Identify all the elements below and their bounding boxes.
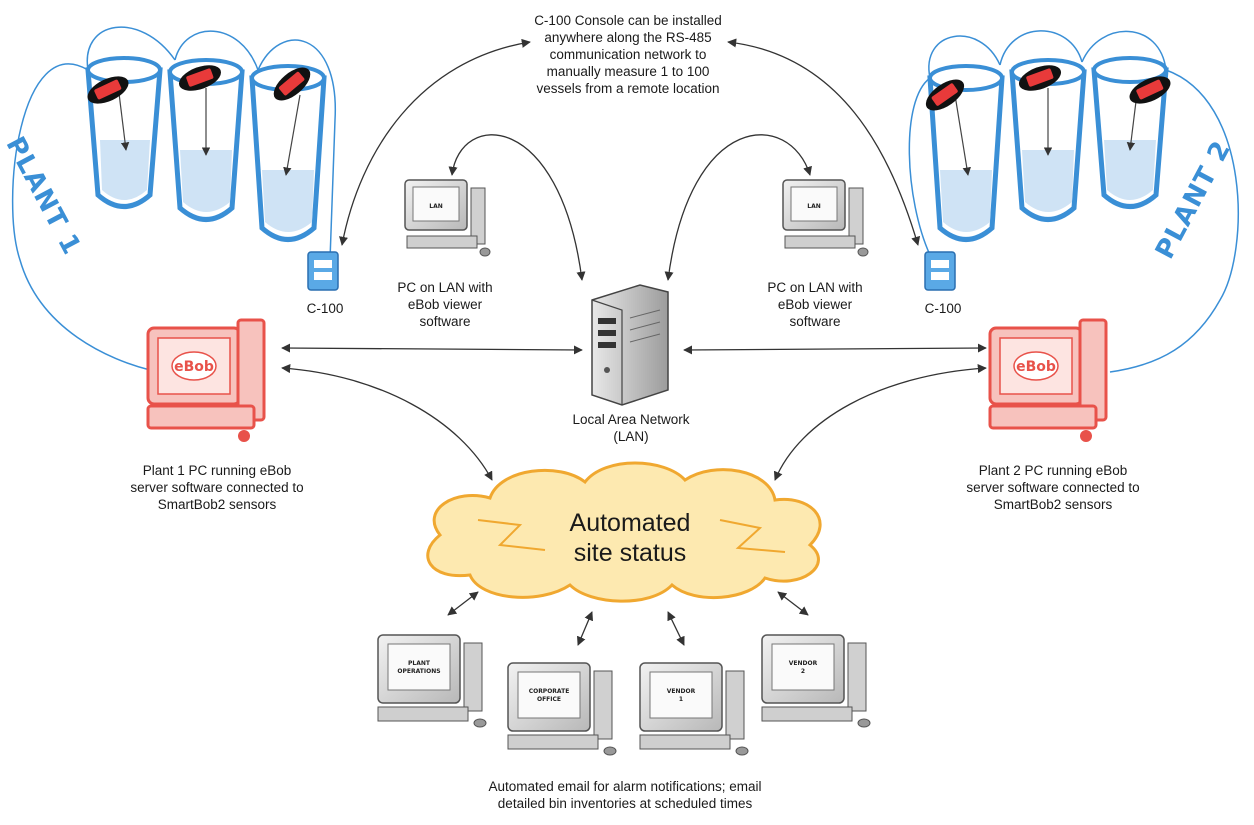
- note-line: vessels from a remote location: [536, 81, 720, 96]
- arrow-cloud-to-client2: [577, 611, 593, 646]
- smartbob-sensor-icon: [178, 65, 222, 91]
- silo-icon: [927, 64, 1005, 242]
- c100-console-note: C-100 Console can be installed anywhere …: [518, 12, 738, 97]
- label-line: SmartBob2 sensors: [157, 497, 277, 512]
- plant2-pc-label: Plant 2 PC running eBob server software …: [958, 462, 1148, 513]
- arrow-server-to-plant2: [683, 343, 987, 355]
- svg-text:VENDOR: VENDOR: [667, 688, 696, 695]
- label-line: PC on LAN with: [397, 280, 493, 295]
- arrow-lanpc-left-to-server: [448, 134, 586, 281]
- arrow-cloud-to-client3: [667, 611, 685, 646]
- client-pc-vendor-1: VENDOR 1: [639, 662, 749, 756]
- svg-text:LAN: LAN: [807, 203, 821, 210]
- plant1-pc-icon: eBob: [146, 318, 266, 442]
- lan-pc-left: LAN: [404, 179, 491, 257]
- email-note: Automated email for alarm notifications;…: [430, 778, 820, 812]
- svg-text:eBob: eBob: [174, 359, 214, 375]
- smartbob-sensor-icon: [925, 79, 965, 111]
- pc-lan-left-label: PC on LAN with eBob viewer software: [382, 279, 508, 330]
- smartbob-sensor-icon: [87, 76, 129, 104]
- label-line: eBob viewer: [407, 297, 483, 312]
- arrow-cloud-to-client1: [447, 591, 479, 616]
- svg-text:eBob: eBob: [1016, 359, 1056, 375]
- arrow-plant1-to-server: [281, 343, 583, 355]
- label-line: PC on LAN with: [767, 280, 863, 295]
- arrow-c100-left-to-note: [339, 38, 531, 246]
- cloud-icon: [426, 461, 822, 603]
- svg-text:2: 2: [801, 668, 805, 675]
- label-line: software: [419, 314, 471, 329]
- client-pc-corporate-office: CORPORATE OFFICE: [507, 662, 617, 756]
- plant2-pc-icon: eBob: [988, 318, 1108, 442]
- client-pc-vendor-2: VENDOR 2: [761, 634, 871, 728]
- cloud-label: Automated site status: [530, 508, 730, 568]
- arrow-server-to-lanpc-right: [664, 134, 812, 281]
- cloud-line: site status: [573, 539, 687, 567]
- svg-text:OPERATIONS: OPERATIONS: [397, 668, 440, 675]
- lan-server-label: Local Area Network (LAN): [556, 411, 706, 445]
- label-line: Local Area Network: [572, 412, 690, 427]
- svg-text:OFFICE: OFFICE: [537, 696, 561, 703]
- label-line: server software connected to: [966, 480, 1140, 495]
- smartbob-sensor-icon: [1018, 65, 1062, 91]
- c100-console-left: [307, 251, 339, 291]
- svg-text:LAN: LAN: [429, 203, 443, 210]
- cloud-line: Automated: [569, 509, 691, 537]
- label-line: Plant 1 PC running eBob: [142, 463, 292, 478]
- arrow-cloud-to-client4: [777, 591, 809, 616]
- label-line: eBob viewer: [777, 297, 853, 312]
- c100-console-right: [924, 251, 956, 291]
- label-line: SmartBob2 sensors: [993, 497, 1113, 512]
- arrow-plant2-to-cloud: [773, 364, 987, 481]
- plant2-silos: [908, 30, 1239, 373]
- note-line: Automated email for alarm notifications;…: [488, 779, 762, 794]
- lan-server-icon: [591, 284, 669, 406]
- connection-arrows: [281, 38, 987, 646]
- svg-text:PLANT: PLANT: [408, 660, 431, 667]
- svg-text:VENDOR: VENDOR: [789, 660, 818, 667]
- lan-pc-right: LAN: [782, 179, 869, 257]
- plant1-silos: [11, 26, 336, 371]
- smartbob-sensor-icon: [273, 67, 311, 101]
- label-line: (LAN): [613, 429, 649, 444]
- label-line: software: [789, 314, 841, 329]
- pc-lan-right-label: PC on LAN with eBob viewer software: [752, 279, 878, 330]
- label-line: server software connected to: [130, 480, 304, 495]
- arrow-note-to-c100-right: [727, 38, 921, 246]
- arrow-plant1-to-cloud: [281, 364, 493, 481]
- note-line: detailed bin inventories at scheduled ti…: [497, 796, 753, 811]
- silo-icon: [1091, 56, 1169, 209]
- note-line: communication network to: [549, 47, 707, 62]
- note-line: manually measure 1 to 100: [546, 64, 710, 79]
- svg-text:1: 1: [679, 696, 683, 703]
- note-line: anywhere along the RS-485: [544, 30, 712, 45]
- plant1-pc-label: Plant 1 PC running eBob server software …: [122, 462, 312, 513]
- note-line: C-100 Console can be installed: [534, 13, 722, 28]
- c100-label-left: C-100: [306, 301, 344, 316]
- svg-text:CORPORATE: CORPORATE: [529, 688, 570, 695]
- silo-icon: [1009, 58, 1087, 222]
- c100-label-right: C-100: [924, 301, 962, 316]
- silo-icon: [85, 56, 163, 209]
- label-line: Plant 2 PC running eBob: [978, 463, 1128, 478]
- smartbob-sensor-icon: [1129, 76, 1171, 104]
- client-pc-plant-operations: PLANT OPERATIONS: [377, 634, 487, 728]
